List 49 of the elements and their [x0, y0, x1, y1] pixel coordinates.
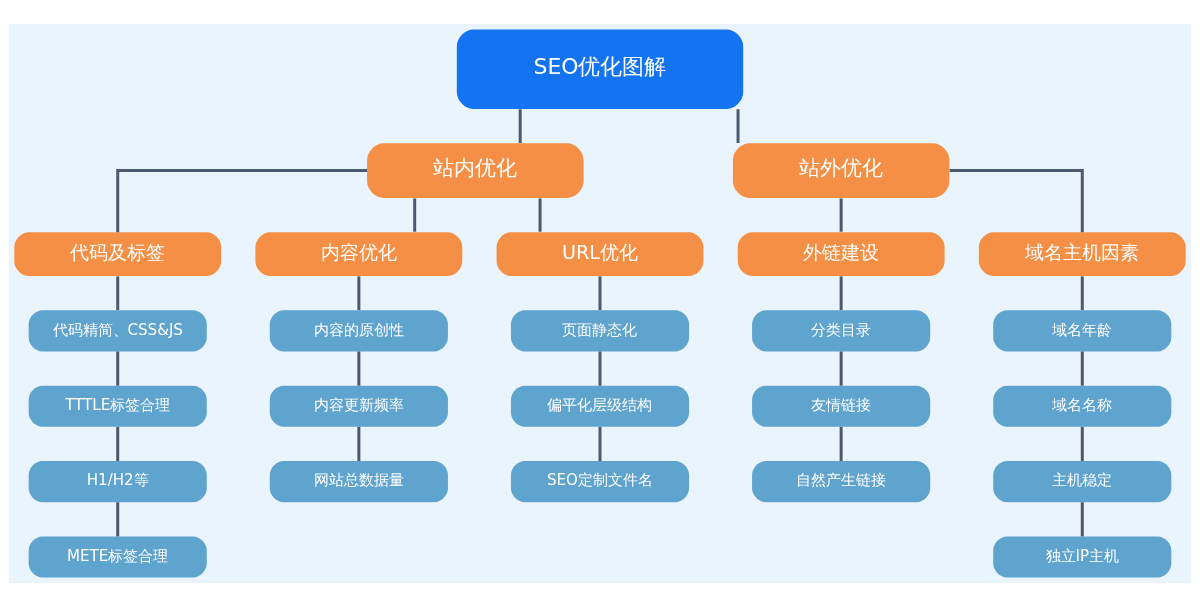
connector: [518, 108, 522, 143]
node-box: 外链建设: [737, 231, 945, 276]
node-box: 内容优化: [255, 231, 463, 276]
node-box: 域名主机因素: [978, 231, 1186, 276]
connector: [839, 426, 843, 461]
connector: [357, 351, 361, 386]
connector: [116, 275, 120, 310]
connector: [538, 197, 542, 232]
node-box: 代码及标签: [14, 231, 222, 276]
connector: [1080, 351, 1084, 386]
connector: [1080, 501, 1084, 536]
node-box: 偏平化层级结构: [510, 385, 690, 427]
node-box: 域名年龄: [993, 309, 1172, 351]
node-box: 站内优化: [367, 142, 584, 198]
node-box: URL优化: [496, 231, 704, 276]
node-box: 独立IP主机: [993, 535, 1172, 577]
node-box: 分类目录: [752, 309, 931, 351]
node-box: H1/H2等: [28, 460, 207, 502]
connector: [116, 426, 120, 461]
connector: [357, 275, 361, 310]
node-box: SEO定制文件名: [510, 460, 690, 502]
connector: [839, 197, 843, 232]
connector: [116, 168, 368, 232]
node-box: 内容更新频率: [269, 385, 448, 427]
connector: [949, 168, 1084, 232]
connector: [1080, 275, 1084, 310]
node-box: SEO优化图解: [456, 29, 744, 109]
connector: [736, 108, 740, 143]
node-box: TTTLE标签合理: [28, 385, 207, 427]
node-box: 自然产生链接: [752, 460, 931, 502]
node-box: 页面静态化: [510, 309, 690, 351]
connector: [839, 275, 843, 310]
node-box: 站外优化: [732, 142, 950, 198]
node-box: 友情链接: [752, 385, 931, 427]
connector: [598, 351, 602, 386]
connector: [598, 426, 602, 461]
connector: [413, 197, 417, 232]
node-box: 网站总数据量: [269, 460, 448, 502]
node-box: 代码精简、CSS&JS: [28, 309, 207, 351]
node-box: METE标签合理: [28, 535, 207, 577]
connector: [116, 501, 120, 536]
node-box: 主机稳定: [993, 460, 1172, 502]
connector: [357, 426, 361, 461]
node-box: 域名名称: [993, 385, 1172, 427]
connector: [598, 275, 602, 310]
connector: [839, 351, 843, 386]
connector: [1080, 426, 1084, 461]
node-box: 内容的原创性: [269, 309, 448, 351]
connector: [116, 351, 120, 386]
